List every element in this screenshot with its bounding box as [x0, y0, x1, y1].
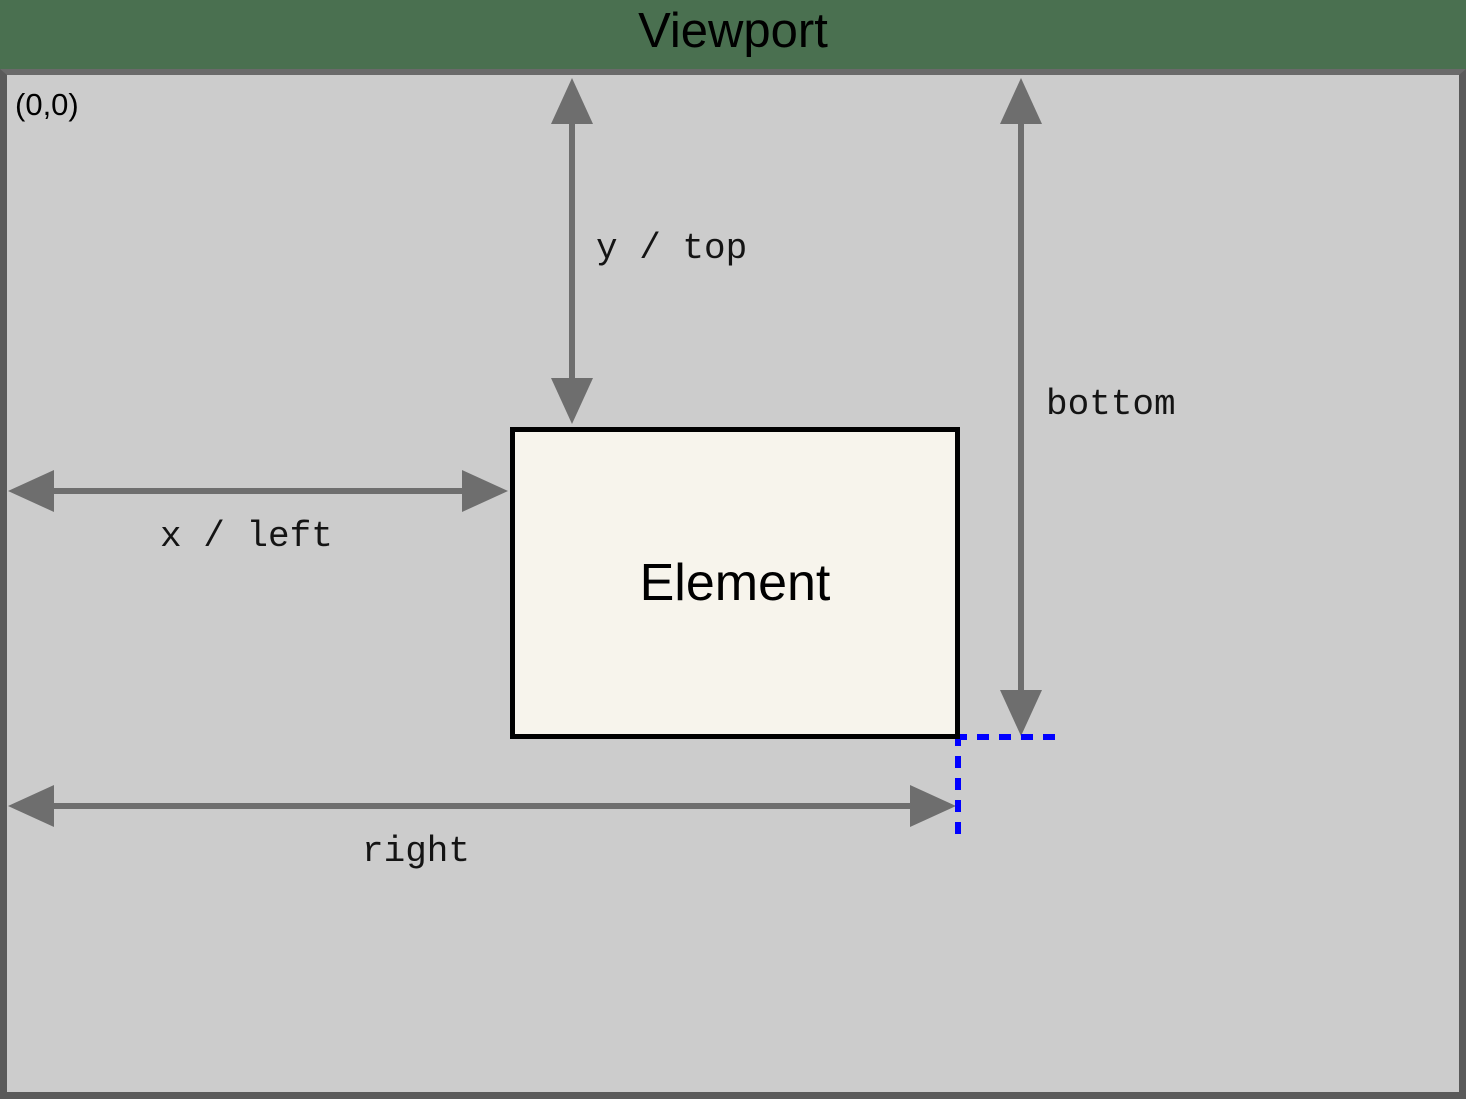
label-bottom: bottom — [1046, 384, 1176, 425]
label-x-left: x / left — [160, 516, 333, 557]
origin-coordinate-label: (0,0) — [15, 87, 79, 122]
element-box-label: Element — [639, 554, 831, 612]
element-box[interactable]: Element — [510, 427, 960, 739]
label-right: right — [362, 831, 471, 872]
label-y-top: y / top — [596, 228, 748, 269]
viewport-title: Viewport — [638, 4, 828, 58]
viewport-header: Viewport — [0, 0, 1466, 69]
